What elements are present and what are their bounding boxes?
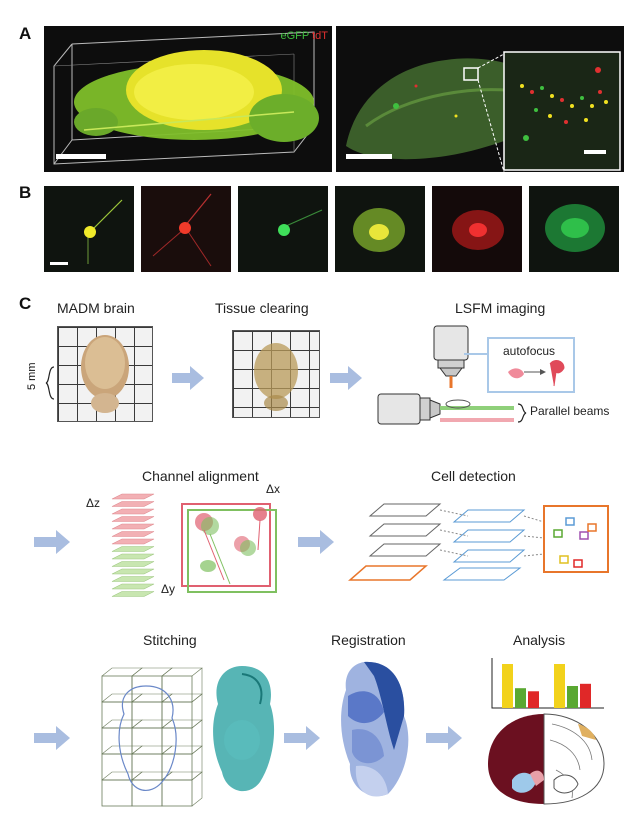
autofocus-label: autofocus (503, 344, 556, 358)
scale-bar (346, 154, 392, 159)
madm-brain-photo (57, 326, 153, 422)
z-slice (111, 561, 155, 567)
cell-tile-2 (141, 186, 231, 272)
z-slice (111, 553, 155, 560)
arrow-right (284, 726, 320, 750)
chart-axis (491, 658, 604, 709)
brain-outline (118, 685, 177, 791)
legend-tdt: tdT (312, 30, 328, 42)
panel-letter-c: C (19, 294, 32, 313)
cell-detection-diagram (348, 503, 609, 581)
parallel-beams-label: Parallel beams (530, 404, 610, 418)
z-slice (111, 493, 155, 500)
channel-legend: eGFP tdT (44, 30, 332, 42)
step-madm-brain: MADM brain (57, 300, 135, 316)
cleared-brain-photo (232, 330, 320, 418)
chart-bar (515, 688, 526, 708)
panel-letter-a: A (19, 24, 32, 43)
z-slice (111, 508, 155, 515)
channel-overlay-diagram (181, 503, 277, 593)
panel-letter-b: B (19, 183, 32, 202)
cell-tile-3 (238, 186, 328, 272)
registered-brain-atlas (341, 661, 409, 797)
z-slice (111, 576, 155, 582)
cell-tile-4 (335, 186, 425, 272)
scale-bar (56, 154, 106, 159)
z-stack-slices (111, 493, 155, 597)
scale-bar (50, 262, 68, 265)
step-stitching: Stitching (143, 632, 197, 648)
red-neuron (152, 193, 212, 267)
stitched-brain-image (213, 666, 275, 792)
z-slice (111, 516, 155, 522)
chart-bar (580, 683, 591, 708)
arrow-right (426, 726, 462, 750)
brain-photo (81, 335, 129, 413)
delta-y-label: Δy (161, 582, 176, 596)
stitch-tile (161, 771, 203, 807)
z-slice (111, 546, 155, 552)
chart-bar (502, 664, 513, 708)
delta-z-label: Δz (86, 496, 101, 510)
cell-tile-1 (44, 186, 134, 272)
lsfm-setup-diagram (377, 325, 575, 425)
analysis-bar-chart (491, 658, 604, 709)
step-cell-detection: Cell detection (431, 468, 516, 484)
z-slice (111, 583, 155, 590)
chart-bar (567, 686, 578, 708)
yellow-neuron (84, 199, 123, 264)
z-slice (111, 568, 155, 575)
z-slice (111, 591, 155, 597)
arrow-right (330, 366, 362, 390)
red-astrocyte (452, 210, 504, 250)
arrow-right (298, 530, 334, 554)
arrow-right (172, 366, 204, 390)
panel-a-left-image: eGFP tdT (44, 26, 332, 172)
arrow-right (34, 530, 70, 554)
arrow-right (34, 726, 70, 750)
cell-tile-5 (432, 186, 522, 272)
stitching-tile-grid (101, 667, 203, 807)
inset-scale-bar (584, 150, 606, 154)
panel-a-right-image (336, 26, 624, 173)
z-slice (111, 531, 155, 537)
step-lsfm-imaging: LSFM imaging (455, 300, 546, 316)
cell-tile-6 (529, 186, 619, 272)
chart-bar (528, 691, 539, 708)
delta-x-label: Δx (266, 482, 281, 496)
sagittal-section-image (346, 51, 621, 173)
z-slice (111, 523, 155, 530)
green-neuron (278, 209, 323, 236)
scale-brace (45, 366, 55, 400)
atlas-hemisphere-map (488, 713, 605, 805)
cleared-brain (254, 343, 298, 411)
green-astrocyte (545, 204, 605, 252)
step-tissue-clearing: Tissue clearing (215, 300, 309, 316)
step-registration: Registration (331, 632, 406, 648)
step-channel-alignment: Channel alignment (142, 468, 259, 484)
scale-5mm-label: 5 mm (26, 362, 38, 391)
z-slice (111, 501, 155, 507)
yellow-astrocyte (353, 208, 405, 252)
legend-egfp: eGFP (280, 30, 310, 42)
cleared-brain-3d-render (53, 31, 319, 165)
chart-bar (554, 664, 565, 708)
step-analysis: Analysis (513, 632, 566, 648)
z-slice (111, 538, 155, 545)
